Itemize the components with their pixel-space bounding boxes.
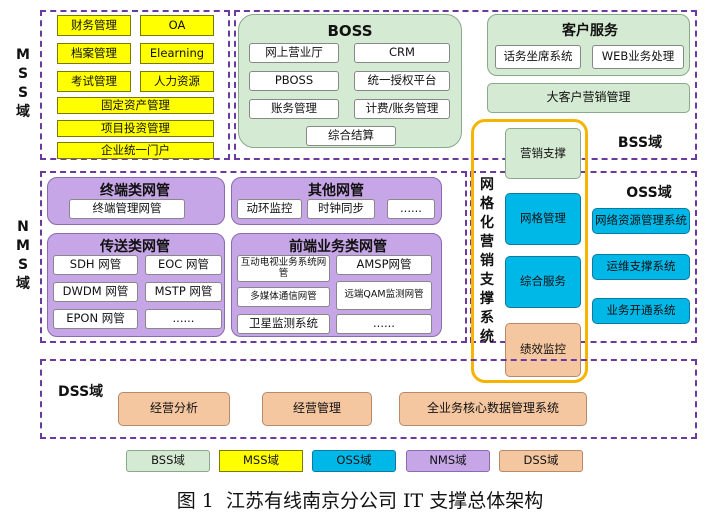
frontend-item-more: ......	[336, 314, 432, 334]
mss-item-project-investment: 项目投资管理	[57, 120, 214, 137]
boss-item-settlement: 综合结算	[306, 126, 396, 146]
mss-item-oa: OA	[140, 15, 214, 36]
frontend-item-interactive-tv: 互动电视业务系统网管	[237, 255, 330, 282]
transport-item-more: ......	[145, 309, 222, 329]
grid-marketing-label: 网 格 化 营 销 支 撑 系 统	[480, 177, 494, 345]
transport-item-mstp: MSTP 网管	[145, 282, 222, 302]
mss-region	[40, 10, 230, 160]
customer-service-title: 客户服务	[562, 23, 618, 39]
terminal-nms-title: 终端类网管	[100, 183, 170, 199]
mss-item-archive: 档案管理	[57, 43, 131, 64]
figure-caption: 图 1 江苏有线南京分公司 IT 支撑总体架构	[176, 490, 544, 512]
frontend-nms-title: 前端业务类网管	[289, 239, 387, 255]
bss-domain-label: BSS域	[617, 135, 663, 151]
oss-item-network-resources: 网络资源管理系统	[592, 208, 690, 234]
frontend-item-amsp: AMSP网管	[336, 255, 432, 275]
mss-item-portal: 企业统一门户	[57, 142, 214, 159]
mss-domain-label: M S S 域	[16, 47, 30, 120]
legend-bss: BSS域	[126, 450, 210, 472]
oss-domain-label: OSS域	[626, 185, 672, 201]
legend-mss: MSS域	[219, 450, 303, 472]
customer-item-web: WEB业务处理	[592, 45, 684, 69]
boss-item-charging: 计费/账务管理	[354, 99, 450, 119]
grid-item-integrated-service: 综合服务	[505, 256, 581, 308]
frontend-item-satellite: 卫星监测系统	[237, 314, 330, 334]
boss-item-online-hall: 网上营业厅	[249, 43, 339, 63]
mss-item-hr: 人力资源	[140, 71, 214, 92]
other-nms-item-more: ......	[387, 199, 435, 219]
legend-nms: NMS域	[406, 450, 490, 472]
mss-item-exam: 考试管理	[57, 71, 131, 92]
boss-item-auth-platform: 统一授权平台	[354, 71, 450, 91]
oss-item-operations: 运维支撑系统	[592, 254, 690, 280]
legend-dss: DSS域	[499, 450, 583, 472]
dss-item-core-data: 全业务核心数据管理系统	[399, 392, 587, 426]
mss-item-elearning: Elearning	[140, 43, 214, 64]
grid-item-performance: 绩效监控	[505, 323, 581, 377]
other-nms-item-power: 动环监控	[237, 199, 302, 219]
frontend-item-remote-qam: 远端QAM监测网管	[336, 281, 432, 310]
boss-item-crm: CRM	[354, 43, 450, 63]
transport-item-dwdm: DWDM 网管	[53, 282, 138, 302]
grid-marketing-frame	[471, 119, 588, 383]
customer-item-key-account: 大客户营销管理	[487, 83, 690, 113]
customer-item-call-center: 话务坐席系统	[495, 45, 581, 69]
oss-item-provisioning: 业务开通系统	[592, 298, 690, 324]
transport-item-epon: EPON 网管	[53, 309, 138, 329]
grid-item-marketing-support: 营销支撑	[505, 128, 581, 179]
dss-item-business-analysis: 经营分析	[118, 392, 230, 426]
other-nms-item-clock: 时钟同步	[307, 199, 375, 219]
transport-nms-title: 传送类网管	[100, 239, 170, 255]
other-nms-title: 其他网管	[308, 183, 364, 199]
grid-item-grid-management: 网格管理	[505, 193, 581, 245]
mss-item-fixed-assets: 固定资产管理	[57, 97, 214, 114]
legend-oss: OSS域	[312, 450, 396, 472]
mss-item-finance: 财务管理	[57, 15, 131, 36]
transport-item-sdh: SDH 网管	[53, 255, 138, 275]
frontend-item-multimedia: 多媒体通信网管	[237, 287, 330, 307]
nms-region	[40, 171, 467, 343]
boss-item-billing: 账务管理	[249, 99, 339, 119]
nms-domain-label: N M S 域	[16, 219, 30, 292]
boss-title: BOSS	[327, 22, 373, 40]
dss-region	[40, 359, 697, 439]
bss-region	[234, 10, 697, 160]
dss-item-business-management: 经营管理	[262, 392, 372, 426]
dss-domain-label: DSS域	[58, 384, 104, 400]
boss-item-pboss: PBOSS	[249, 71, 339, 91]
terminal-nms-item: 终端管理网管	[69, 199, 185, 219]
transport-item-eoc: EOC 网管	[145, 255, 222, 275]
